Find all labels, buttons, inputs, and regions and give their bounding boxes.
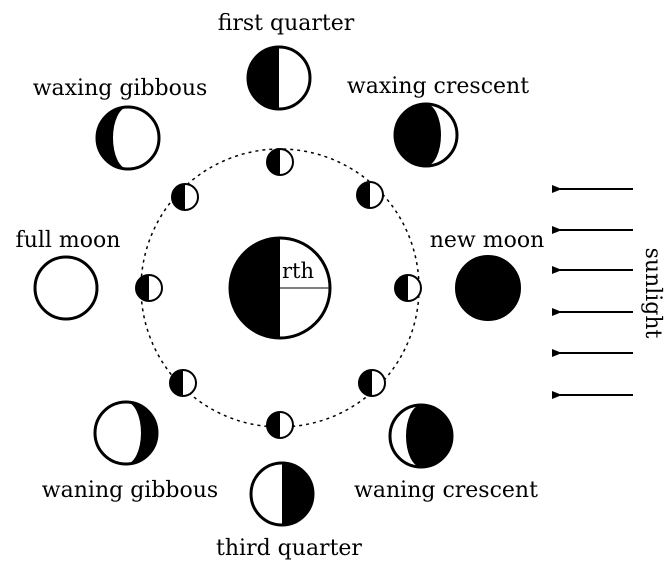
orbit-moon-left	[135, 274, 163, 302]
earth: rth	[228, 236, 332, 340]
waning-crescent-moon	[388, 403, 454, 469]
full-moon	[33, 255, 99, 321]
orbit-moon-top	[266, 148, 294, 176]
first-quarter-label: first quarter	[218, 11, 355, 36]
orbit-moon-bottom-right	[358, 369, 386, 397]
waxing-gibbous-moon	[95, 105, 161, 171]
new-moon-label: new moon	[430, 228, 545, 253]
orbit-moon-top-right	[356, 181, 384, 209]
orbit-moon-right	[394, 274, 422, 302]
waning-crescent-label: waning crescent	[354, 478, 538, 503]
third-quarter-label: third quarter	[216, 536, 362, 561]
waxing-crescent-moon	[393, 102, 459, 168]
orbit-moon-bottom	[266, 411, 294, 439]
orbit-moon-bottom-left	[169, 369, 197, 397]
third-quarter-moon	[249, 461, 315, 527]
earth-label: rth	[282, 259, 314, 283]
new-moon	[455, 255, 521, 321]
orbit-moon-top-left	[171, 183, 199, 211]
full-moon-label: full moon	[16, 228, 121, 253]
waxing-gibbous-label: waxing gibbous	[33, 76, 208, 101]
waning-gibbous-label: waning gibbous	[42, 478, 218, 503]
sunlight-arrows	[552, 185, 633, 399]
first-quarter-moon	[246, 45, 312, 111]
waxing-crescent-label: waxing crescent	[347, 74, 529, 99]
waning-gibbous-moon	[93, 400, 159, 466]
sunlight-label: sunlight	[640, 248, 665, 339]
